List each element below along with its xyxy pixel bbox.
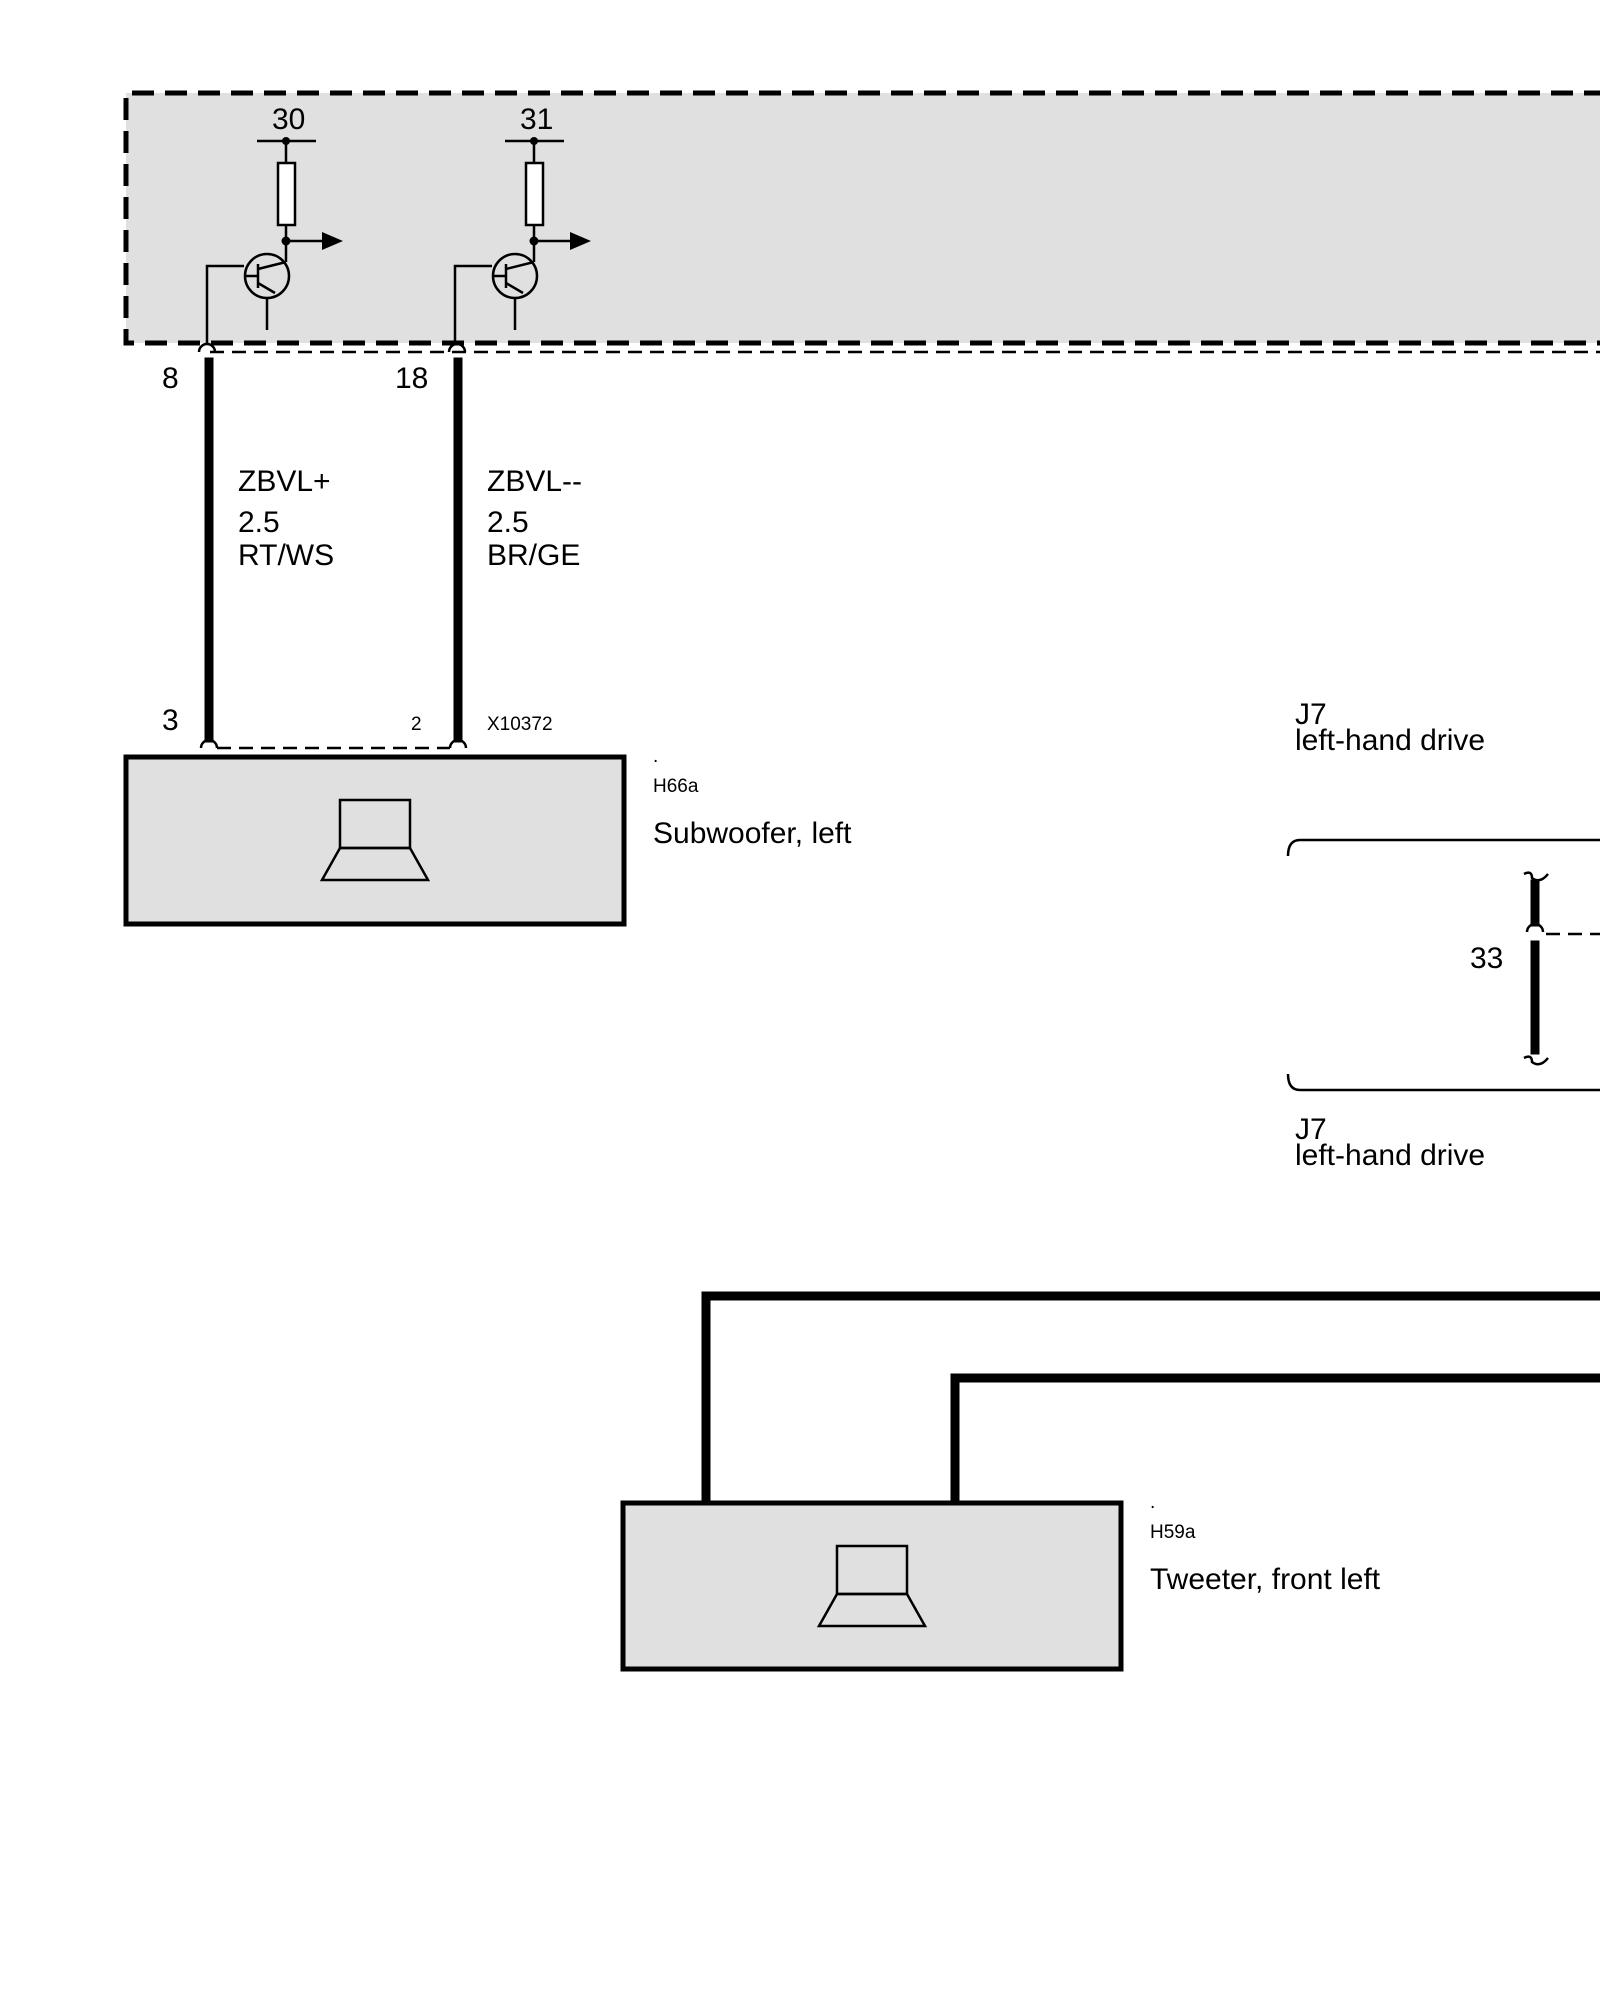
variant-desc-top: left-hand drive (1295, 724, 1485, 757)
pin-31-label: 31 (520, 103, 553, 136)
subwoofer-component-id: H66a (653, 776, 699, 797)
variant-code-top: J7 (1295, 698, 1327, 731)
output-stage-31: 31 (453, 103, 591, 343)
pin-8-label: 8 (162, 362, 179, 395)
resistor-icon (276, 161, 297, 227)
variant-pin-33-label: 33 (1470, 942, 1503, 975)
speaker-icon (319, 798, 431, 882)
subwoofer-component (123, 754, 627, 927)
variant-code-bottom: J7 (1295, 1113, 1327, 1146)
subwoofer-dot: . (653, 746, 658, 767)
tweeter-wire-2 (950, 1373, 1600, 1507)
transistor-icon (243, 252, 291, 330)
output-stage-30: 30 (205, 103, 343, 343)
tweeter-label: Tweeter, front left (1150, 1563, 1381, 1596)
connector-pin-3-label: 3 (162, 704, 179, 737)
variant-bracket (1286, 838, 1600, 1092)
tweeter-wire-1 (701, 1291, 1600, 1507)
wire-2-color: BR/GE (487, 539, 580, 572)
speaker-icon (816, 1544, 928, 1628)
tweeter-component-id: H59a (1150, 1522, 1196, 1543)
wire-1-color: RT/WS (238, 539, 334, 572)
tweeter-dot: . (1150, 1492, 1155, 1513)
wire-zbvl-plus (197, 342, 219, 749)
variant-desc-bottom: left-hand drive (1295, 1139, 1485, 1172)
wire-2-cross-section: 2.5 (487, 506, 529, 539)
wire-1-cross-section: 2.5 (238, 506, 280, 539)
resistor-icon (524, 161, 545, 227)
subwoofer-label: Subwoofer, left (653, 817, 852, 850)
transistor-icon (491, 252, 539, 330)
wire-1-name: ZBVL+ (238, 465, 331, 498)
connector-id: X10372 (487, 714, 553, 735)
control-unit: 30 31 (123, 90, 1600, 354)
pin-18-label: 18 (395, 362, 428, 395)
connector-pin-2-label: 2 (411, 714, 422, 735)
wire-2-name: ZBVL-- (487, 465, 582, 498)
wire-zbvl-minus (447, 342, 468, 749)
tweeter-component (620, 1500, 1124, 1672)
pin-30-label: 30 (272, 103, 305, 136)
